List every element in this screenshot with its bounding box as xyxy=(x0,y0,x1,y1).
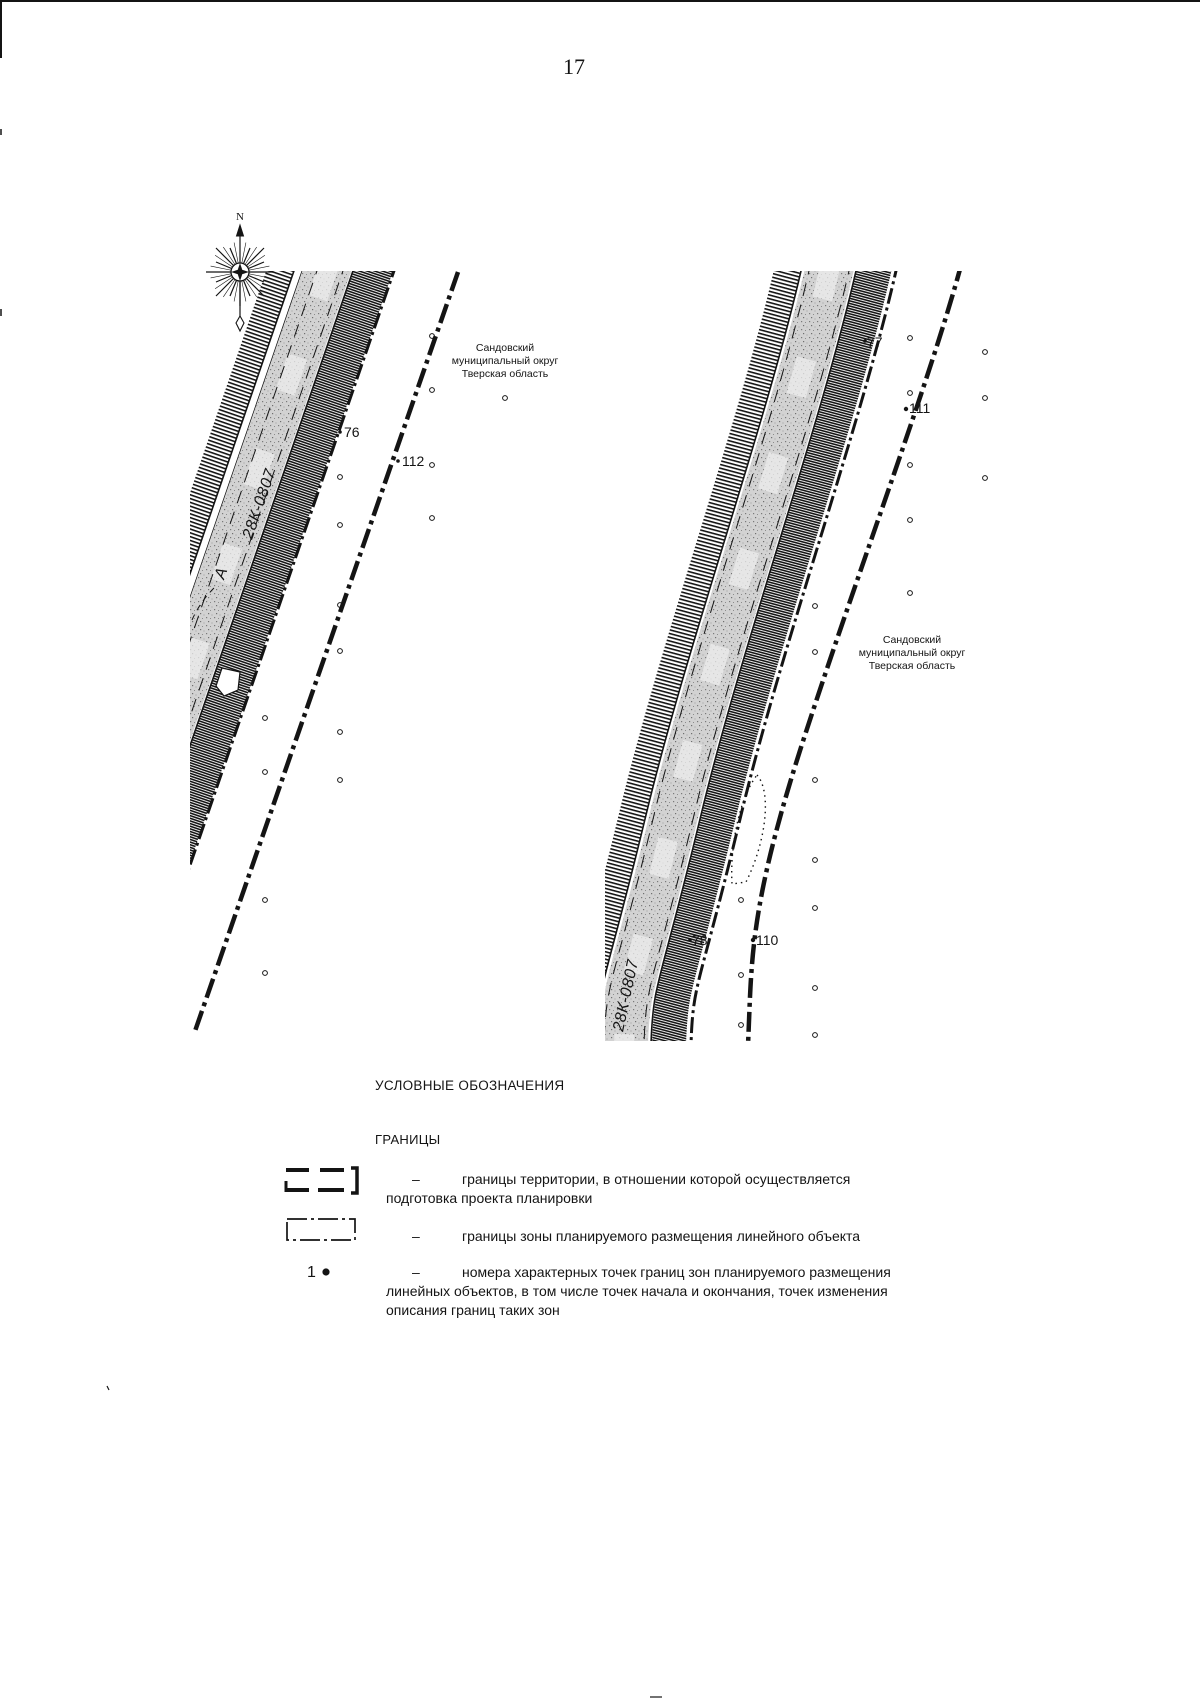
survey-dot xyxy=(429,387,435,393)
survey-dot xyxy=(812,1032,818,1038)
zone-boundary-symbol-icon xyxy=(286,1218,356,1241)
survey-dot xyxy=(907,335,913,341)
point-marker xyxy=(338,430,342,434)
legend-title: УСЛОВНЫЕ ОБОЗНАЧЕНИЯ xyxy=(375,1078,565,1093)
point-label-78: 78 xyxy=(692,932,708,948)
point-label-112: 112 xyxy=(402,453,425,469)
survey-dot xyxy=(907,517,913,523)
survey-dot xyxy=(337,602,343,608)
point-label-110: 110 xyxy=(756,932,779,948)
compass-south-diamond xyxy=(235,314,245,333)
compass-north-arrow xyxy=(235,223,245,237)
region-label-line: Тверская область xyxy=(869,660,956,672)
compass-spikes xyxy=(206,247,274,306)
survey-dot xyxy=(812,985,818,991)
compass-rose-icon xyxy=(206,223,274,333)
legend-item-dash: – xyxy=(412,1264,420,1280)
survey-dot xyxy=(738,972,744,978)
road-left-comb-hatch xyxy=(0,262,283,1174)
survey-dots-left xyxy=(262,333,508,976)
point-label-76: 76 xyxy=(344,424,360,440)
point-marker xyxy=(863,339,867,343)
road-surface xyxy=(17,262,330,1174)
compass-hub-star xyxy=(231,263,249,281)
region-label-left: Сандовский муниципальный округ Тверская … xyxy=(452,342,559,380)
survey-dot xyxy=(429,515,435,521)
survey-dot xyxy=(337,648,343,654)
legend-item-text: линейных объектов, в том числе точек нач… xyxy=(386,1283,888,1299)
survey-dot xyxy=(502,395,508,401)
legend-section-title: ГРАНИЦЫ xyxy=(375,1132,441,1147)
survey-dot xyxy=(982,395,988,401)
survey-dot xyxy=(812,857,818,863)
map-left xyxy=(0,262,461,1174)
point-marker xyxy=(396,459,400,463)
survey-dot xyxy=(738,1022,744,1028)
territory-boundary-line xyxy=(745,271,962,1041)
map-right xyxy=(605,271,962,1041)
survey-dot xyxy=(812,777,818,783)
road-dashed-line xyxy=(190,271,347,1041)
survey-dot xyxy=(262,897,268,903)
legend-item-dash: – xyxy=(412,1228,420,1244)
survey-dot xyxy=(982,349,988,355)
survey-dot xyxy=(429,462,435,468)
survey-dot xyxy=(429,333,435,339)
compass-fine-spikes xyxy=(210,242,270,302)
survey-dot xyxy=(738,897,744,903)
point-marker xyxy=(903,406,909,412)
territory-boundary-line xyxy=(191,271,461,1035)
speck xyxy=(106,1385,110,1391)
legend-item-text: границы территории, в отношении которой … xyxy=(462,1171,851,1187)
region-label-line: Тверская область xyxy=(462,368,549,380)
territory-boundary-symbol-icon xyxy=(284,1166,359,1195)
symbol-stroke xyxy=(351,1166,359,1195)
region-label-line: муниципальный округ xyxy=(859,647,966,659)
survey-dot xyxy=(337,777,343,783)
survey-dot xyxy=(907,590,913,596)
road-letter-left: А xyxy=(211,565,231,582)
point-markers-right xyxy=(688,339,909,943)
survey-dot xyxy=(907,390,913,396)
survey-dot xyxy=(337,729,343,735)
survey-dot xyxy=(812,603,818,609)
legend-item-text: подготовка проекта планировки xyxy=(386,1190,593,1206)
legend-item-text: описания границ таких зон xyxy=(386,1302,560,1318)
survey-dot xyxy=(262,715,268,721)
survey-dot xyxy=(907,462,913,468)
survey-dot xyxy=(812,905,818,911)
point-number-symbol-icon xyxy=(322,1268,330,1276)
point-label-77: 77 xyxy=(867,334,883,350)
region-label-line: муниципальный округ xyxy=(452,355,559,367)
road-dashed-line xyxy=(190,271,321,1041)
region-label-right: Сандовский муниципальный округ Тверская … xyxy=(859,634,966,672)
point-marker xyxy=(688,938,692,942)
road-dense-hatch xyxy=(63,262,376,1174)
survey-dot xyxy=(337,474,343,480)
survey-dot xyxy=(262,769,268,775)
survey-dots-right xyxy=(738,335,988,1038)
survey-dot xyxy=(337,522,343,528)
road-left-edge-line xyxy=(190,271,298,1041)
region-label-line: Сандовский xyxy=(476,342,534,354)
survey-dot xyxy=(812,649,818,655)
point-label-111: 111 xyxy=(909,400,930,416)
compass-north-label: N xyxy=(236,211,244,223)
survey-dot xyxy=(262,970,268,976)
junction-structure xyxy=(215,667,241,697)
page-number: 17 xyxy=(563,54,585,79)
region-label-line: Сандовский xyxy=(883,634,941,646)
point-markers-left xyxy=(338,430,400,463)
point-marker xyxy=(750,937,756,943)
point-number-symbol-label: 1 xyxy=(307,1264,316,1281)
survey-dot xyxy=(982,475,988,481)
legend-item-text: номера характерных точек границ зон план… xyxy=(462,1264,891,1280)
legend-item-text: границы зоны планируемого размещения лин… xyxy=(462,1228,861,1244)
side-dashed-line xyxy=(191,587,215,621)
legend-item-dash: – xyxy=(412,1171,420,1187)
